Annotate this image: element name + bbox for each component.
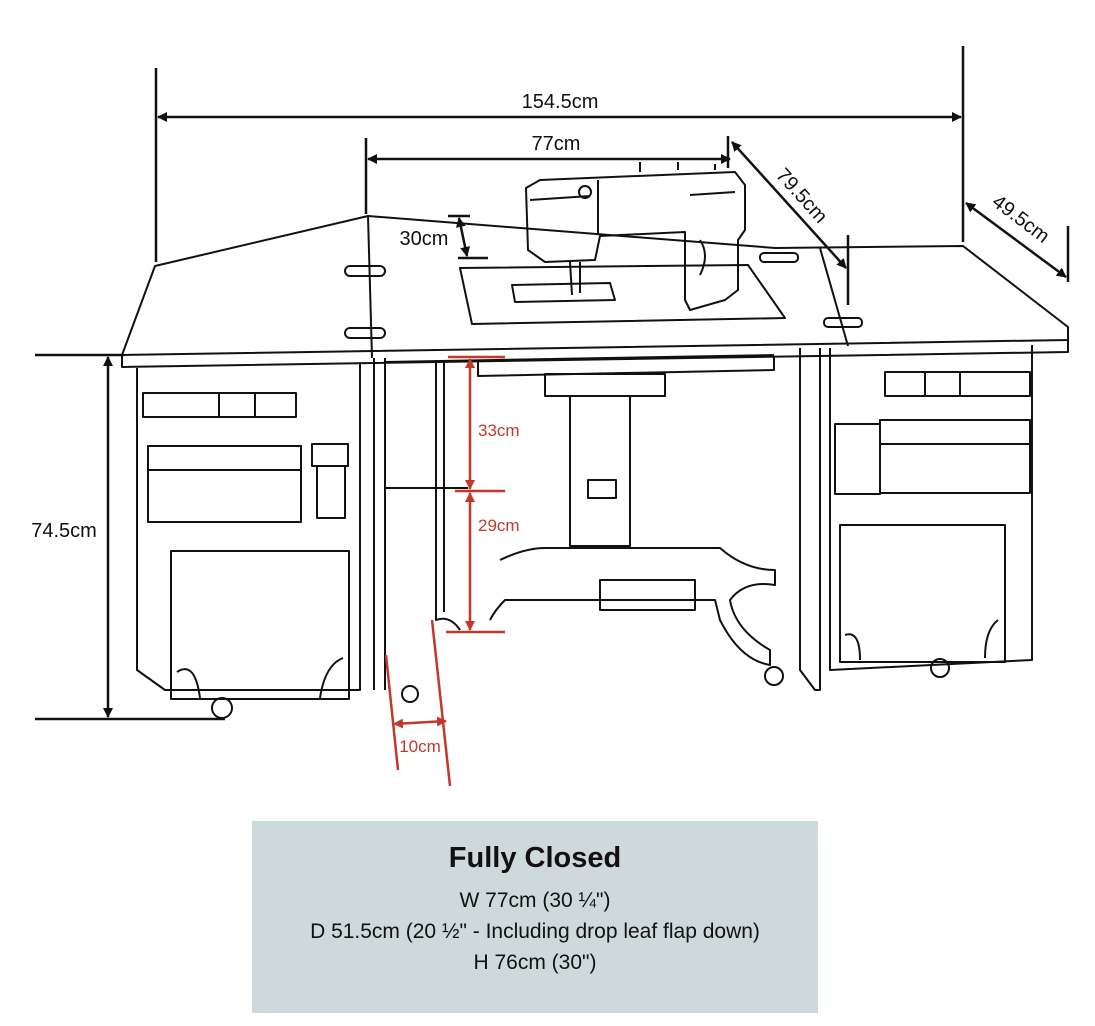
spec-panel: Fully Closed W 77cm (30 ¼") D 51.5cm (20… <box>252 821 818 1013</box>
red-dimension-lines <box>384 355 505 787</box>
label-height: 74.5cm <box>31 520 97 542</box>
label-machine-clearance: 30cm <box>400 228 449 250</box>
dimension-lines <box>35 46 1070 721</box>
label-center-width: 77cm <box>532 133 581 155</box>
spec-depth: D 51.5cm (20 ½" - Including drop leaf fl… <box>310 920 760 943</box>
cabinet-dimension-drawing: 154.5cm 77cm 79.5cm 49.5cm 30cm 74.5cm 3… <box>31 46 1070 787</box>
dim-machine-clearance-line <box>455 217 471 257</box>
tabletop-edge <box>121 340 1069 368</box>
spec-width: W 77cm (30 ¼") <box>459 889 611 912</box>
label-side-depth: 49.5cm <box>988 191 1054 248</box>
center-bay <box>373 348 821 703</box>
spec-title: Fully Closed <box>448 842 622 874</box>
dim-leg-offset-line <box>393 716 447 729</box>
label-upper-opening: 33cm <box>478 421 520 440</box>
label-overall-width: 154.5cm <box>522 91 599 113</box>
cabinet-illustration <box>121 162 1069 719</box>
dim-side-depth-line <box>965 201 1067 279</box>
left-module <box>136 362 361 719</box>
tabletop <box>121 215 1069 356</box>
label-lower-opening: 29cm <box>478 516 520 535</box>
sewing-machine <box>525 162 746 311</box>
spec-height: H 76cm (30") <box>473 951 597 974</box>
label-leg-offset: 10cm <box>399 737 441 756</box>
dim-center-depth-line <box>731 141 847 269</box>
right-module <box>829 345 1033 678</box>
